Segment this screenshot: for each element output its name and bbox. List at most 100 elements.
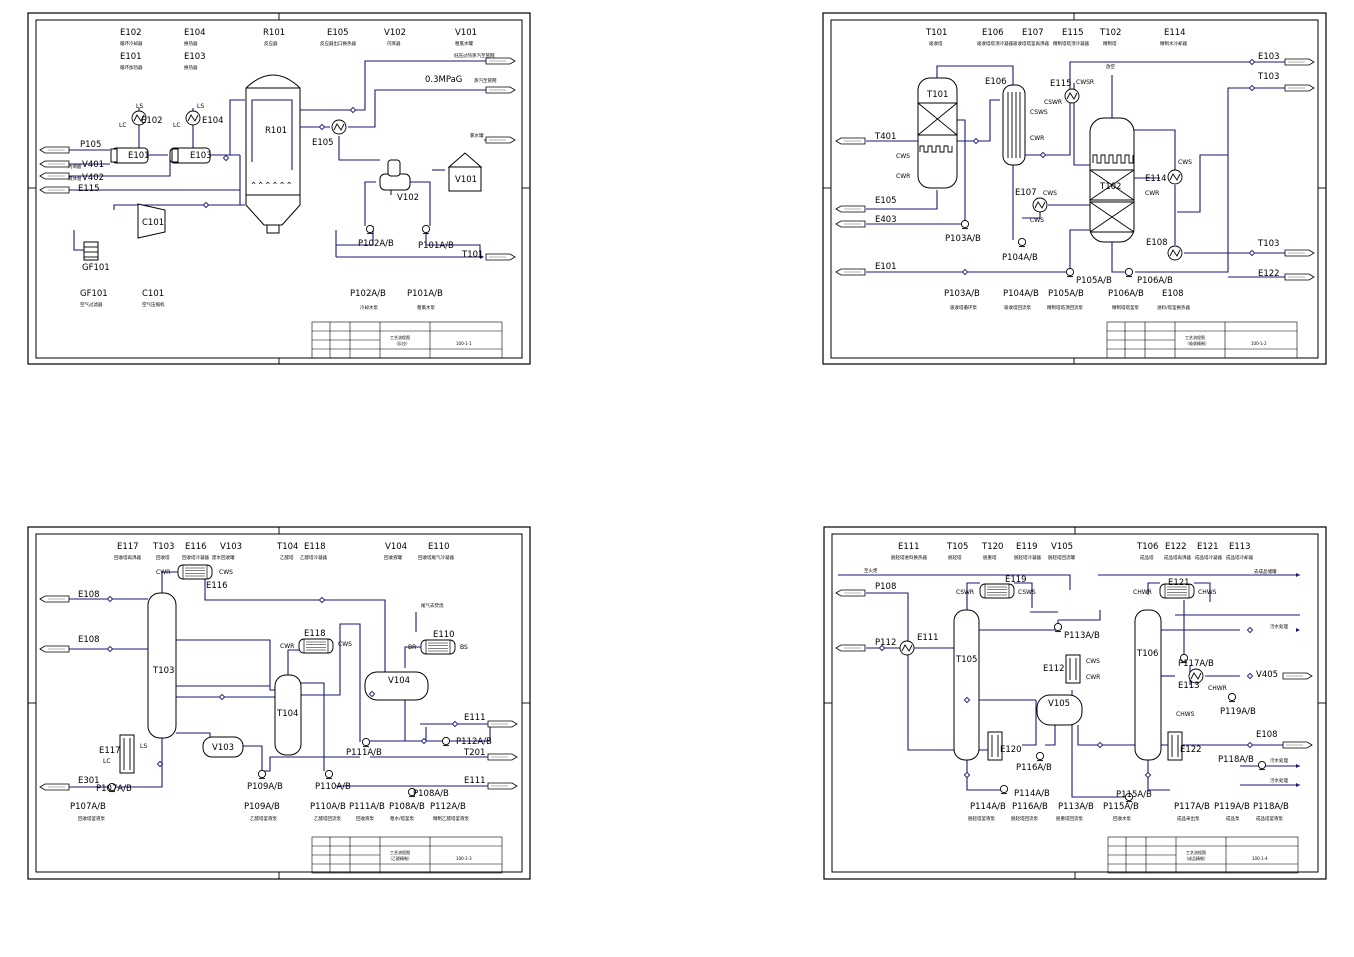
equip-tag: E112 [1043,664,1065,674]
stream-label: E108 [1256,730,1278,740]
footer-tag: P107A/B [70,802,106,812]
equip-tag: E114 [1145,174,1167,184]
header-tag: T120 [981,542,1003,552]
footer-sub: 空气过滤器 [80,301,103,308]
header-tag: E102 [120,28,142,38]
equip-tag: P115A/B [1116,790,1152,800]
offpage-connector [39,186,70,194]
stream-sub: 去成品储罐 [1254,568,1277,575]
equip-tag: E106 [985,77,1007,87]
header-sub: 脱轻塔回流罐 [1048,554,1075,561]
equip-tag: E113 [1178,681,1200,691]
header-sub: 乙醛塔 [280,554,294,561]
utility-label: CWR [896,173,910,180]
equip-tag: V102 [397,193,419,203]
header-sub: 脱轻塔冷凝器 [1014,554,1041,561]
footer-tag: E108 [1162,289,1184,299]
offpage-connector [487,782,518,790]
equip-tag: T106 [1136,649,1158,659]
equip-tag: E104 [202,116,224,126]
footer-sub: 脱重塔回流泵 [1056,815,1083,822]
header-sub: 回收液罐 [384,554,402,561]
e118-condenser [298,638,334,654]
equip-tag: T104 [276,709,298,719]
header-sub: 循环加热器 [120,64,143,71]
e110-condenser [420,639,456,655]
header-tag: T104 [276,542,298,552]
utility-label: CWS [338,641,352,648]
header-tag: E110 [428,542,450,552]
equip-tag: P113A/B [1064,631,1100,641]
vent-label: 尾气去焚烧 [421,602,444,609]
footer-tag: P119A/B [1214,802,1250,812]
t105-column [953,609,980,761]
utility-label: LC [103,758,111,765]
footer-tag: P115A/B [1103,802,1139,812]
e116-condenser [177,564,213,580]
offpage-connector [835,644,866,652]
equip-tag: P107A/B [96,784,132,794]
titleblock-title: 工艺流程图 [390,849,410,855]
offpage-connector [1282,672,1313,680]
titleblock-subtitle: （吸收精制） [1185,340,1209,346]
utility-label: CSWS [1030,109,1048,116]
e112-exchanger [1065,654,1081,684]
footer-tag: P112A/B [430,802,466,812]
header-sub: 回收塔 [156,554,170,561]
header-tag: E113 [1229,542,1251,552]
vent-label: 放空 [1106,63,1115,70]
header-sub: 反应器出口换热器 [320,40,356,47]
header-sub: 精制水冷却器 [1160,40,1187,47]
footer-sub: 粗氯水泵 [417,304,435,311]
titleblock-title: 工艺流程图 [1186,849,1206,855]
header-tag: E104 [184,28,206,38]
footer-tag: P116A/B [1012,802,1048,812]
header-tag: E106 [982,28,1004,38]
header-tag: E111 [898,542,920,552]
equip-tag: E122 [1180,745,1202,755]
offpage-connector [835,589,866,597]
footer-sub: 乙醛塔釜液泵 [250,815,277,822]
equip-tag: P116A/B [1016,763,1052,773]
stream-label: P108 [875,582,896,592]
stream-label: V401 [82,160,104,170]
stream-label: E122 [1258,269,1280,279]
footer-sub: 粗水/塔釜泵 [390,815,415,822]
gf101-filter [83,241,99,261]
stream-label: E301 [78,776,100,786]
e117-reboiler [119,734,135,774]
header-sub: 吸收塔塔顶冷凝器 [977,40,1013,47]
offpage-connector [835,220,866,228]
stream-sub: 污水处理 [1270,757,1288,764]
offpage-connector [1284,273,1315,281]
utility-label: LS [197,103,204,110]
header-sub: 循环冷却器 [120,40,143,47]
footer-tag: P105A/B [1048,289,1084,299]
e122-reboiler [1167,731,1183,761]
offpage-connector [487,753,518,761]
sheet-1-reaction: E102 循环冷却器 E101 循环加热器 E104 换热器 E103 换热器 … [27,12,531,365]
header-tag: E121 [1197,542,1219,552]
equip-tag: GF101 [82,263,110,273]
stream-label: V402 [82,173,104,183]
t102-column [1089,117,1135,243]
equip-tag: E105 [312,138,334,148]
footer-sub: 回收塔釜液泵 [78,815,105,822]
title-block: 工艺流程图 （成品精制） 100-1-4 [1107,836,1299,874]
equip-tag: P118A/B [1218,755,1254,765]
svg-text:⌃⌃⌃⌃⌃⌃: ⌃⌃⌃⌃⌃⌃ [250,181,293,191]
footer-sub: 吸收塔循环泵 [950,304,977,311]
e115-exchanger [1064,88,1080,104]
offpage-connector [835,137,866,145]
utility-label: BS [460,644,468,651]
equip-tag: P105A/B [1076,276,1112,286]
header-tag: E117 [117,542,139,552]
header-sub: 闪蒸器 [387,40,401,47]
offpage-connector [39,645,70,653]
stream-label: E103 [1258,52,1280,62]
equip-tag: P109A/B [247,782,283,792]
footer-tag: P102A/B [350,289,386,299]
header-sub: 脱轻塔 [948,554,962,561]
footer-tag: P117A/B [1174,802,1210,812]
equip-tag: E108 [1146,238,1168,248]
